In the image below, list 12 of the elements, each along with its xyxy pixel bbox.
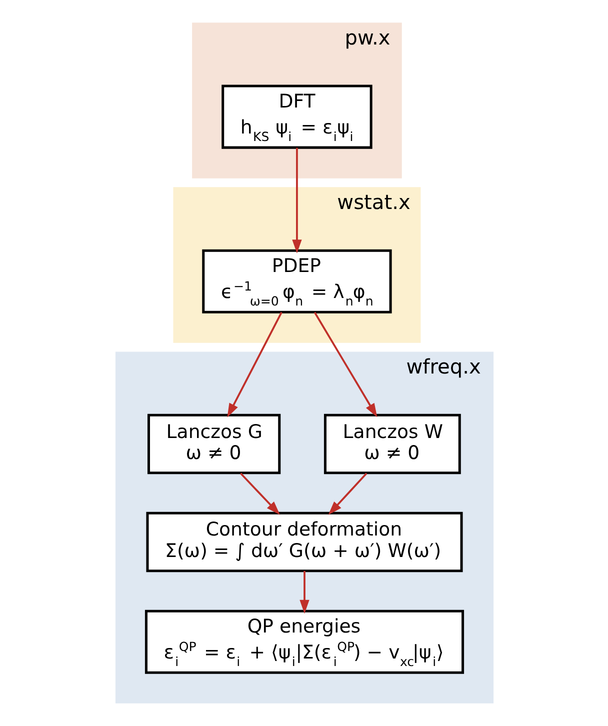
- arrow: [240, 472, 280, 515]
- arrow: [313, 312, 377, 418]
- arrow: [226, 312, 282, 418]
- arrow: [328, 472, 367, 515]
- node-box: Contour deformation Σ(ω) = ∫ dω′ G(ω + ω′) W(ω′): [146, 512, 462, 572]
- arrow: [292, 148, 302, 254]
- node-box: DFT h$_{KS}$ ψ$_{i}$ = ε$_{i}$ψ$_{i}$: [221, 84, 372, 149]
- node-box: PDEP ϵ$^{−1}$$_{ω=0}$ φ$_{n}$ = λ$_{n}$φ$_{n}$: [202, 249, 392, 314]
- node-box: Lanczos W ω ≠ 0: [323, 414, 460, 474]
- node-box: QP energies ε$_{i}$$^{QP}$ = ε$_{i}$ + ⟨ψ$_{i}$|Σ(ε$_{i}$$^{QP}$) − v$_{xc}$|ψ$_{i}$⟩: [144, 610, 464, 674]
- node-box: Lanczos G ω ≠ 0: [146, 414, 280, 474]
- arrow: [299, 570, 309, 614]
